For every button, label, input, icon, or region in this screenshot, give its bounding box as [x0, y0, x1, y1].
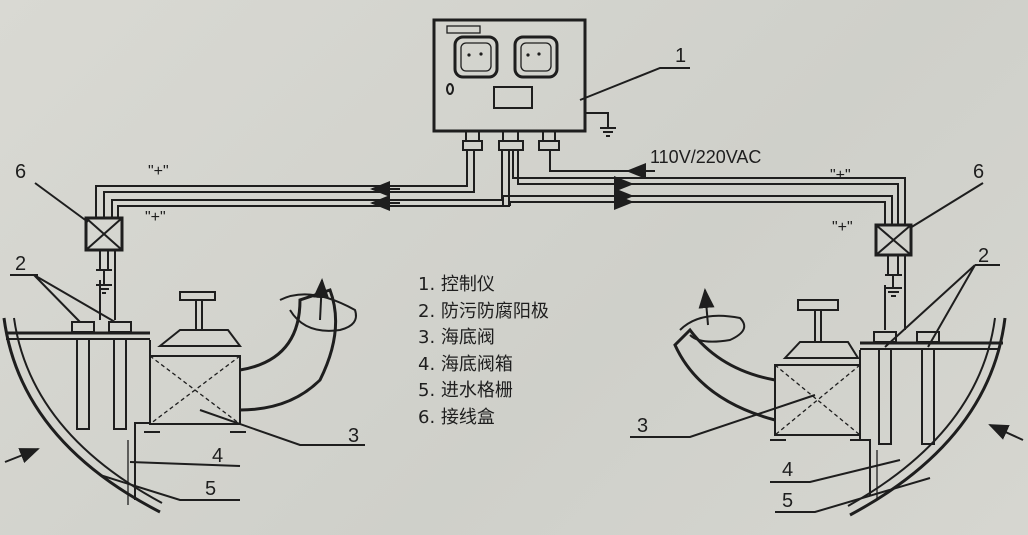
legend: 1. 控制仪 2. 防污防腐阳极 3. 海底阀 4. 海底阀箱 5. 进水格栅 …: [418, 272, 549, 431]
legend-item: 6. 接线盒: [418, 406, 495, 428]
callout-3-left: 3: [348, 425, 359, 447]
plus-mark: "+": [145, 209, 166, 226]
callout-1: 1: [675, 45, 686, 67]
callout-3-right: 3: [637, 415, 648, 437]
legend-item: 2. 防污防腐阳极: [418, 300, 549, 322]
plus-mark: "+": [832, 219, 853, 236]
hull-left: [2, 278, 357, 514]
legend-item: 4. 海底阀箱: [418, 353, 513, 375]
controller-box: [432, 18, 616, 151]
legend-item: 1. 控制仪: [418, 274, 495, 295]
callout-6-right: 6: [973, 161, 984, 183]
right-cables: [502, 150, 906, 225]
power-line: [549, 150, 655, 172]
power-label: 110V/220VAC: [650, 147, 761, 167]
plus-mark: "+": [148, 163, 169, 180]
callout-4-left: 4: [212, 445, 223, 467]
callout-6-left: 6: [15, 161, 26, 183]
callout-2-right: 2: [978, 245, 989, 267]
left-cables: [95, 150, 510, 218]
plus-mark: "+": [830, 167, 851, 184]
callout-4-right: 4: [782, 459, 793, 481]
junction-box-right: [874, 223, 913, 330]
legend-item: 5. 进水格栅: [418, 380, 513, 401]
hull-right: [673, 288, 1007, 517]
callout-5-right: 5: [782, 490, 793, 512]
legend-item: 3. 海底阀: [418, 327, 495, 348]
callout-2-left: 2: [15, 253, 26, 275]
callout-line-1: [579, 67, 690, 101]
junction-box-left: [84, 216, 124, 320]
callout-5-left: 5: [205, 478, 216, 500]
